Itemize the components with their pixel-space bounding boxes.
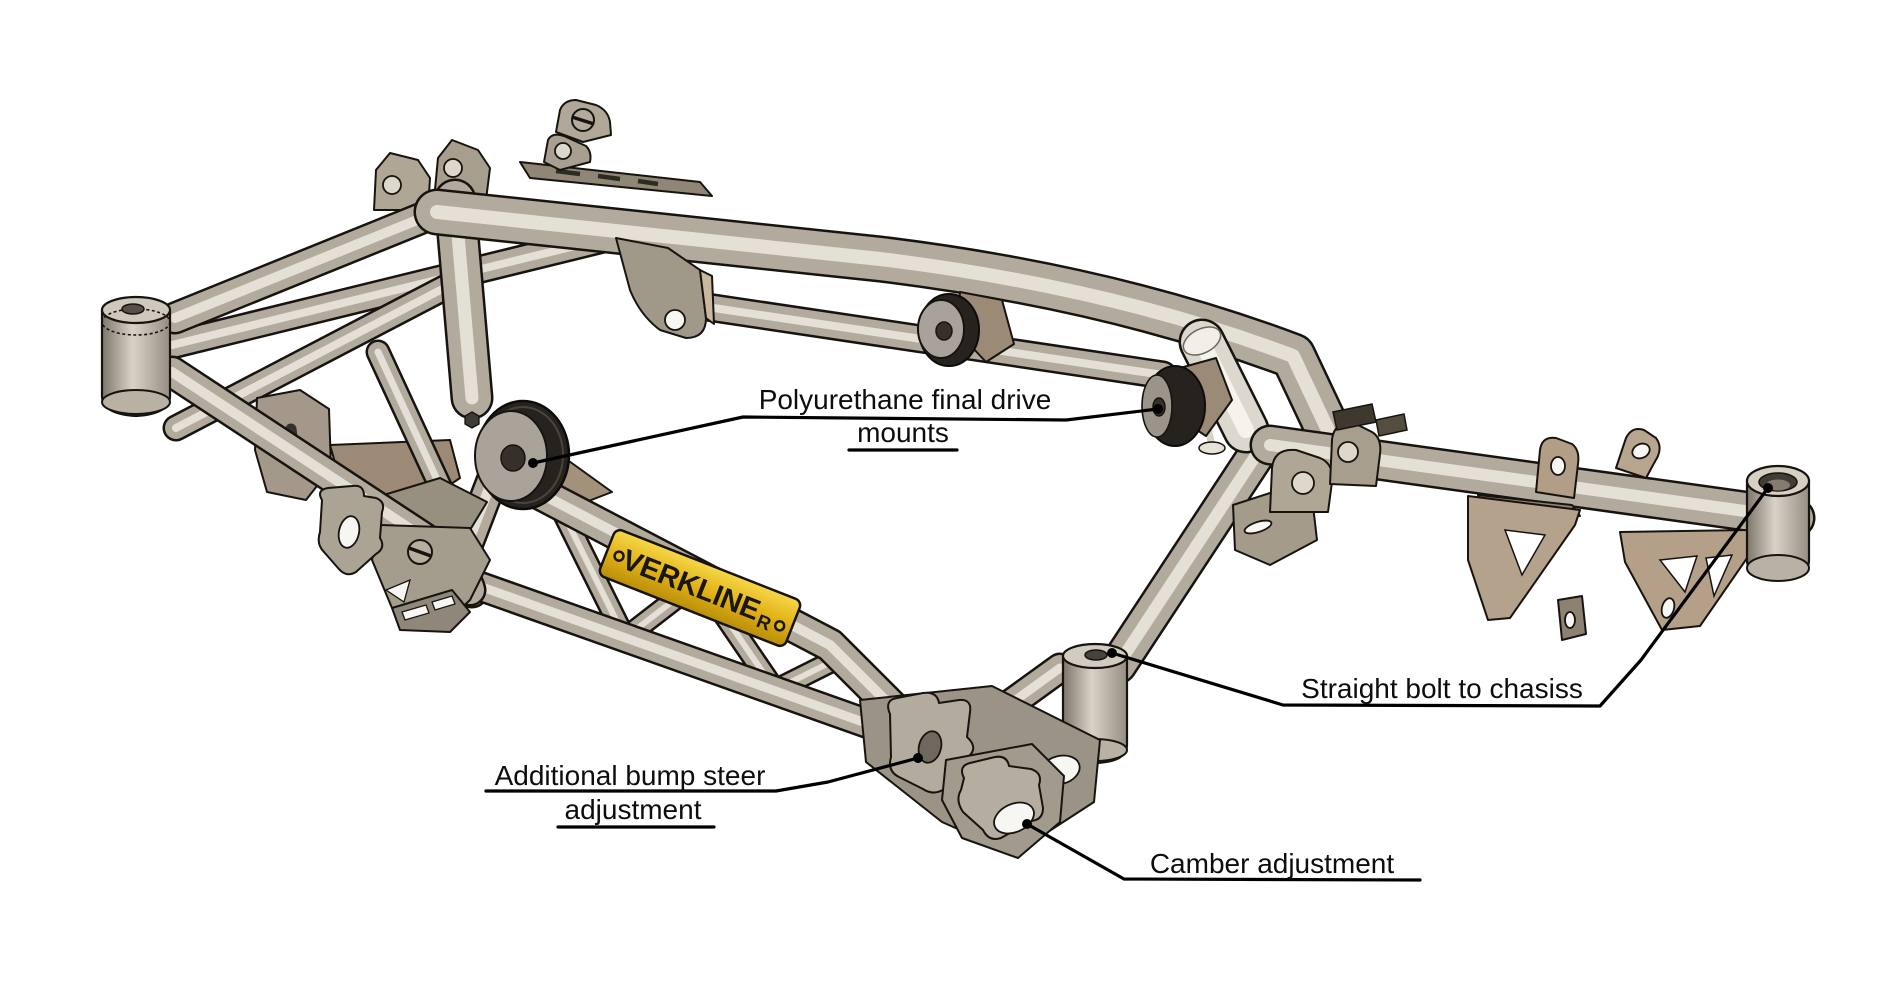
housing-end-cap — [1182, 326, 1222, 356]
tab-hole — [443, 158, 463, 178]
top-final-drive-mount — [917, 291, 1015, 367]
gusset-hole — [1564, 611, 1576, 629]
leader-dot — [1107, 648, 1117, 658]
left-chassis-bushing — [100, 295, 172, 418]
rivet-dot — [773, 620, 786, 632]
bolt-slot — [571, 115, 595, 126]
bolt-slot — [408, 546, 432, 558]
cutout — [431, 595, 456, 611]
cutout — [384, 578, 411, 604]
diff-pin-housing — [1179, 321, 1246, 455]
cutout — [401, 604, 430, 621]
label-straight-bolt: Straight bolt to chasiss — [1301, 673, 1583, 704]
tab-hole — [1337, 441, 1359, 463]
bracket-slots — [555, 168, 659, 187]
tab-hole — [1291, 471, 1315, 495]
bushing-bore — [500, 444, 526, 472]
rear-v-brace-tube — [1118, 446, 1262, 665]
leader-line-straight-bolt — [1110, 486, 1770, 708]
junction-clevis-tabs — [1269, 403, 1408, 513]
label-bump-steer-line2: adjustment — [565, 794, 702, 825]
annotation-final-drive-mounts: Polyurethane final drive mounts — [528, 384, 1163, 468]
leader-dot — [1153, 404, 1163, 414]
leader-dot — [528, 458, 538, 468]
annotation-straight-bolt: Straight bolt to chasiss — [1107, 483, 1773, 708]
clevis-block — [1375, 413, 1408, 437]
label-bump-steer-line1: Additional bump steer — [495, 760, 766, 791]
tab-hole — [1550, 456, 1566, 476]
bushing-bore — [121, 303, 145, 315]
top-left-mount-tabs — [373, 139, 491, 211]
bushing-bottom — [1746, 554, 1810, 582]
bushing-bottom — [101, 389, 171, 415]
annotation-bump-steer: Additional bump steer adjustment — [484, 753, 923, 829]
gusset-cutout — [1503, 529, 1547, 577]
leader-dot — [1763, 483, 1773, 493]
leader-dot — [913, 753, 923, 763]
bottom-bracket-assembly — [859, 685, 1101, 859]
bump-steer-slot — [917, 730, 943, 764]
right-chassis-bushing — [1745, 464, 1811, 582]
camber-plate — [941, 743, 1065, 859]
rivet-dot — [613, 550, 625, 562]
left-final-drive-mount — [464, 399, 571, 511]
hanging-bracket — [615, 237, 715, 339]
bushing-bore — [935, 321, 953, 341]
bracket-edge — [699, 269, 715, 325]
leader-line-final-drive — [531, 407, 1160, 465]
logo-plate-background — [598, 528, 802, 648]
bracket-hole — [554, 142, 572, 160]
hex-bolt — [464, 411, 480, 429]
leader-line-bump-steer — [484, 756, 920, 793]
label-camber: Camber adjustment — [1150, 848, 1395, 879]
label-final-drive-line1: Polyurethane final drive — [759, 384, 1052, 415]
leader-line-camber — [1025, 822, 1422, 882]
gusset-hole — [1660, 597, 1676, 619]
top-center-bracket — [519, 99, 713, 197]
gusset-cutout — [1658, 555, 1699, 594]
gusset-slot — [1243, 519, 1273, 535]
tab-hole — [1631, 442, 1651, 460]
leader-dot — [1022, 819, 1032, 829]
bracket-hole — [664, 309, 686, 331]
adjuster-slot — [337, 515, 361, 549]
pin-washer — [1198, 441, 1226, 455]
corner-bracket — [317, 484, 491, 633]
tab-hole — [382, 175, 402, 195]
annotation-camber: Camber adjustment — [1022, 819, 1422, 882]
label-final-drive-line2: mounts — [857, 417, 949, 448]
bushing-bore — [1084, 649, 1108, 661]
